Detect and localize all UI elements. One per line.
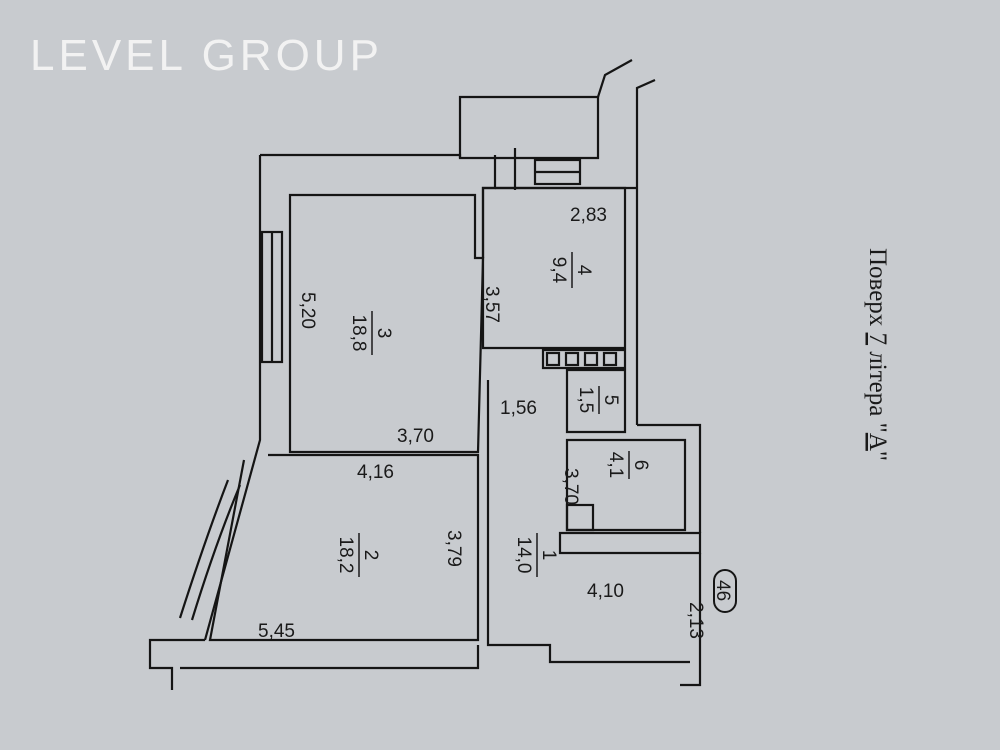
- watermark: LEVEL GROUP: [30, 31, 383, 80]
- room-5-label: 5 1,5: [575, 386, 621, 414]
- dimension-label: 4,16: [357, 462, 394, 483]
- room-number: 5: [600, 395, 621, 406]
- room-area: 4,1: [605, 452, 626, 478]
- dimensions: 2,83 3,70 4,16 1,56 5,45 4,10 5,20 3,57 …: [258, 205, 706, 642]
- room-number: 6: [630, 460, 651, 471]
- dimension-label: 2,13: [685, 602, 706, 639]
- dimension-label: 3,79: [443, 530, 464, 567]
- dimension-label: 2,83: [570, 205, 607, 226]
- room-area: 14,0: [513, 537, 534, 574]
- dimension-label: 3,70: [397, 426, 434, 447]
- room-1-label: 1 14,0: [513, 533, 559, 577]
- room-number: 3: [373, 328, 394, 339]
- room-number: 1: [538, 550, 559, 561]
- room-number: 2: [360, 550, 381, 561]
- walls: [148, 59, 702, 690]
- room-2-label: 2 18,2: [335, 533, 381, 577]
- floor-title: Поверх 7 літера "А": [864, 248, 891, 461]
- room-area: 1,5: [575, 387, 596, 413]
- room-3-label: 3 18,8: [348, 311, 394, 355]
- dimension-label: 5,45: [258, 621, 295, 642]
- room-6-label: 6 4,1: [605, 451, 651, 479]
- room-labels: 3 18,8 2 18,2 1 14,0 4 9,4 5 1,5 6 4,1: [335, 252, 651, 577]
- dimension-label: 5,20: [297, 292, 318, 329]
- room-area: 18,8: [348, 315, 369, 352]
- room-area: 9,4: [548, 257, 569, 284]
- room-4-label: 4 9,4: [548, 252, 594, 288]
- dimension-label: 3,70: [560, 468, 581, 505]
- unit-marker-label: 46: [712, 580, 733, 601]
- room-area: 18,2: [335, 537, 356, 574]
- dimension-label: 4,10: [587, 581, 624, 602]
- room-number: 4: [573, 265, 594, 276]
- dimension-label: 1,56: [500, 398, 537, 419]
- unit-marker: 46: [712, 569, 737, 613]
- dimension-label: 3,57: [481, 286, 502, 323]
